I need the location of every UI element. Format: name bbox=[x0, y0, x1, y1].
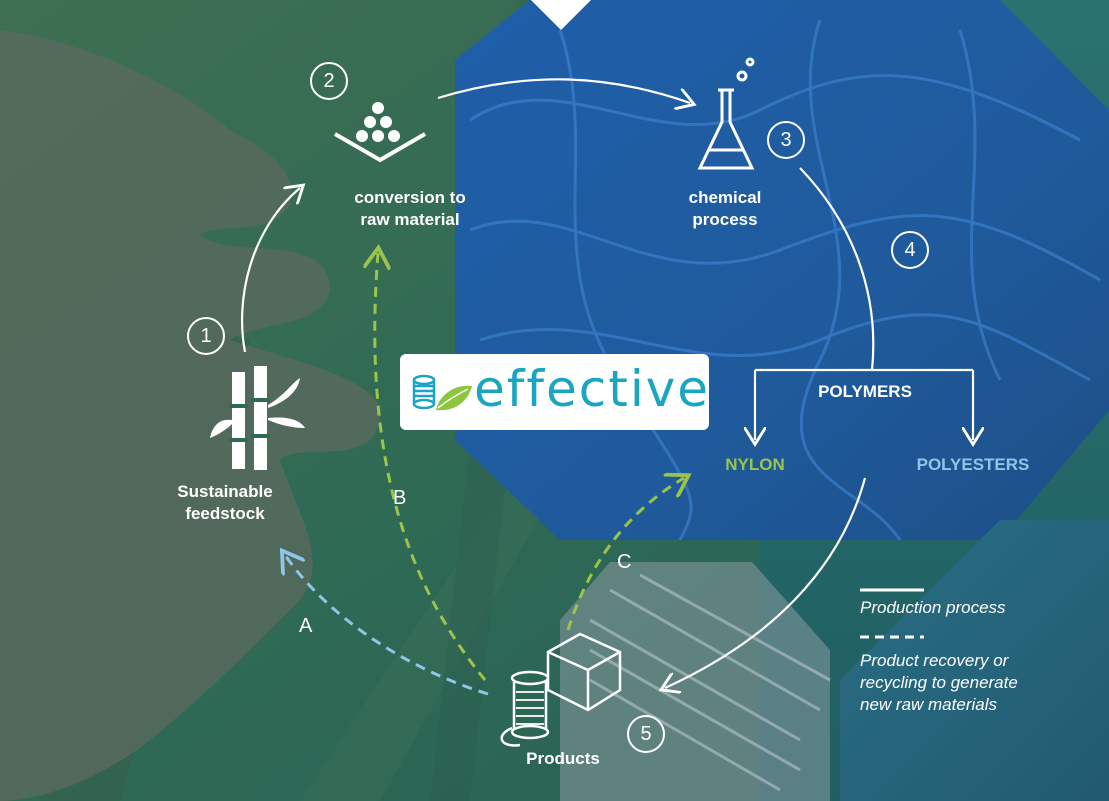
chemical-label-line-2: process bbox=[692, 210, 758, 229]
legend-solid-label: Production process bbox=[860, 598, 1006, 617]
path-b-label: B bbox=[393, 487, 407, 509]
polymers-label: POLYMERS bbox=[818, 382, 912, 401]
chemical-process-label: chemical process bbox=[660, 187, 790, 231]
step-3-number: 3 bbox=[767, 121, 805, 159]
arrow-feedstock-to-conversion bbox=[241, 188, 300, 353]
step-5-number: 5 bbox=[627, 715, 665, 753]
leaf-streak bbox=[300, 470, 560, 801]
chemical-label-line-1: chemical bbox=[688, 188, 762, 207]
feedstock-label-line-2: feedstock bbox=[185, 504, 265, 523]
legend-dashed-line-3: new raw materials bbox=[860, 695, 997, 714]
conversion-label: conversion to raw material bbox=[330, 187, 490, 231]
step-2-number: 2 bbox=[310, 62, 348, 100]
path-a-label: A bbox=[299, 615, 313, 637]
conversion-label-line-1: conversion to bbox=[354, 188, 466, 207]
arrow-conversion-to-chemical bbox=[437, 78, 690, 103]
fiber-texture bbox=[469, 19, 1101, 541]
step-4-number: 4 bbox=[891, 231, 929, 269]
raw-material-icon bbox=[333, 102, 427, 163]
conversion-label-line-2: raw material bbox=[360, 210, 460, 229]
hand-image bbox=[0, 30, 381, 801]
legend-dashed-line-2: recycling to generate bbox=[860, 673, 1018, 692]
arrow-chemical-to-polymers bbox=[799, 167, 875, 371]
flask-icon bbox=[697, 57, 755, 170]
recovery-path-b bbox=[375, 253, 487, 681]
logo-wordmark: effective bbox=[474, 360, 711, 418]
spool-leaf-logo-icon bbox=[412, 374, 472, 411]
legend-dashed-label: Product recovery or recycling to generat… bbox=[860, 650, 1018, 716]
arrow-polymers-to-products bbox=[665, 477, 867, 688]
step-1-number: 1 bbox=[187, 317, 225, 355]
bamboo-icon bbox=[210, 366, 305, 470]
thread-image-panel bbox=[840, 520, 1109, 801]
feedstock-label: Sustainable feedstock bbox=[155, 481, 295, 525]
legend-dashed-line-1: Product recovery or bbox=[860, 651, 1009, 670]
products-texture bbox=[589, 573, 831, 792]
path-c-label: C bbox=[617, 551, 632, 573]
recovery-path-a bbox=[285, 555, 489, 696]
polyesters-label: POLYESTERS bbox=[916, 455, 1030, 474]
recovery-path-c bbox=[566, 478, 684, 631]
feedstock-label-line-1: Sustainable bbox=[177, 482, 273, 501]
spool-icon bbox=[500, 670, 550, 747]
top-notch bbox=[531, 0, 591, 30]
nylon-label: NYLON bbox=[725, 455, 785, 474]
products-label: Products bbox=[526, 749, 600, 768]
effective-logo: effective bbox=[400, 354, 709, 430]
cube-icon bbox=[546, 632, 622, 712]
